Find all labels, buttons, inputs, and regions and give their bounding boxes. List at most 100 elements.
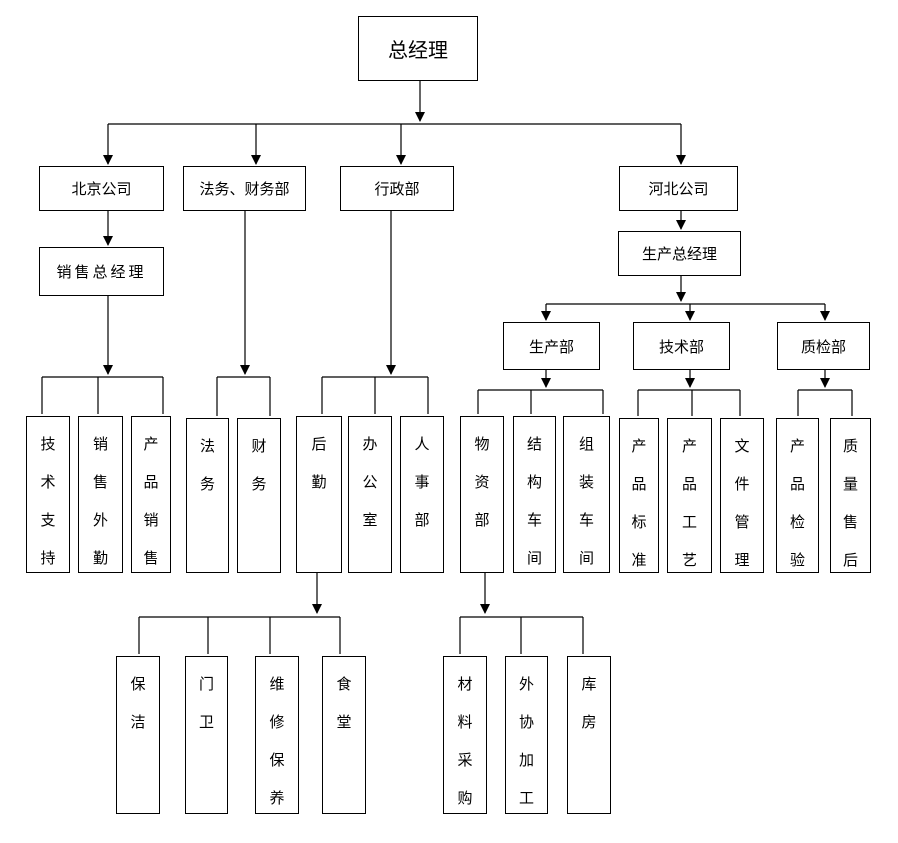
node-char: 理	[734, 551, 750, 569]
node-char: 公	[362, 473, 378, 491]
node-char: 保	[130, 675, 146, 693]
node-sales-gm: 销售总经理	[39, 247, 164, 296]
node-char: 后	[311, 435, 327, 453]
node-char: 修	[269, 713, 285, 731]
node-char: 品	[789, 475, 805, 493]
node-char: 务	[199, 475, 215, 493]
node-doc-management: 文件管理	[720, 418, 764, 573]
node-production: 生产部	[503, 322, 600, 370]
node-char: 车	[526, 511, 542, 529]
node-char: 部	[414, 511, 430, 529]
node-char: 售	[143, 549, 159, 567]
node-char: 产	[681, 437, 697, 455]
node-tech-support: 技术支持	[26, 416, 70, 573]
node-char: 销	[143, 511, 159, 529]
node-product-sales: 产品销售	[131, 416, 171, 573]
node-char: 质	[842, 437, 858, 455]
node-materials: 物资部	[460, 416, 504, 573]
node-char: 量	[842, 475, 858, 493]
node-char: 后	[842, 551, 858, 569]
node-char: 文	[734, 437, 750, 455]
node-char: 法	[199, 437, 215, 455]
node-admin: 行政部	[340, 166, 454, 211]
node-finance: 财务	[237, 418, 281, 573]
node-char: 品	[143, 473, 159, 491]
node-logistics: 后勤	[296, 416, 342, 573]
node-char: 工	[518, 789, 534, 807]
node-cleaning: 保洁	[116, 656, 160, 814]
node-char: 卫	[198, 713, 214, 731]
node-char: 洁	[130, 713, 146, 731]
node-tech: 技术部	[633, 322, 730, 370]
node-ceo: 总经理	[358, 16, 478, 81]
node-char: 养	[269, 789, 285, 807]
node-char: 产	[789, 437, 805, 455]
node-char: 结	[526, 435, 542, 453]
node-beijing: 北京公司	[39, 166, 164, 211]
node-warehouse: 库房	[567, 656, 611, 814]
node-char: 品	[681, 475, 697, 493]
node-char: 部	[474, 511, 490, 529]
node-char: 产	[631, 437, 647, 455]
node-product-standard: 产品标准	[619, 418, 659, 573]
node-char: 保	[269, 751, 285, 769]
node-legal: 法务	[186, 418, 229, 573]
node-char: 物	[474, 435, 490, 453]
node-char: 艺	[681, 551, 697, 569]
node-char: 购	[457, 789, 473, 807]
node-char: 标	[631, 513, 647, 531]
node-char: 管	[734, 513, 750, 531]
node-qc: 质检部	[777, 322, 870, 370]
node-outsourcing: 外协加工	[505, 656, 548, 814]
node-char: 材	[457, 675, 473, 693]
node-char: 间	[526, 549, 542, 567]
node-char: 协	[518, 713, 534, 731]
node-char: 室	[362, 511, 378, 529]
node-char: 事	[414, 473, 430, 491]
node-sales-field: 销售外勤	[78, 416, 123, 573]
node-char: 财	[251, 437, 267, 455]
node-char: 间	[578, 549, 594, 567]
node-char: 验	[789, 551, 805, 569]
node-char: 加	[518, 751, 534, 769]
node-char: 准	[631, 551, 647, 569]
node-char: 件	[734, 475, 750, 493]
node-struct-workshop: 结构车间	[513, 416, 556, 573]
node-char: 售	[92, 473, 108, 491]
node-hr: 人事部	[400, 416, 444, 573]
node-char: 产	[143, 435, 159, 453]
node-char: 外	[92, 511, 108, 529]
node-prod-gm: 生产总经理	[618, 231, 741, 276]
node-char: 办	[362, 435, 378, 453]
node-char: 食	[336, 675, 352, 693]
node-char: 维	[269, 675, 285, 693]
node-legal-finance: 法务、财务部	[183, 166, 306, 211]
node-material-purchase: 材料采购	[443, 656, 487, 814]
node-char: 车	[578, 511, 594, 529]
node-char: 装	[578, 473, 594, 491]
node-char: 支	[40, 511, 56, 529]
node-char: 外	[518, 675, 534, 693]
node-char: 人	[414, 435, 430, 453]
node-maintenance: 维修保养	[255, 656, 299, 814]
node-char: 组	[578, 435, 594, 453]
node-char: 堂	[336, 713, 352, 731]
node-char: 品	[631, 475, 647, 493]
node-quality-aftersales: 质量售后	[830, 418, 871, 573]
node-char: 勤	[311, 473, 327, 491]
node-char: 门	[198, 675, 214, 693]
node-hebei: 河北公司	[619, 166, 738, 211]
node-char: 工	[681, 513, 697, 531]
node-char: 房	[581, 713, 597, 731]
node-product-process: 产品工艺	[667, 418, 712, 573]
node-char: 售	[842, 513, 858, 531]
node-char: 销	[92, 435, 108, 453]
node-char: 采	[457, 751, 473, 769]
node-char: 术	[40, 473, 56, 491]
node-canteen: 食堂	[322, 656, 366, 814]
node-char: 勤	[92, 549, 108, 567]
node-product-inspection: 产品检验	[776, 418, 819, 573]
node-char: 检	[789, 513, 805, 531]
